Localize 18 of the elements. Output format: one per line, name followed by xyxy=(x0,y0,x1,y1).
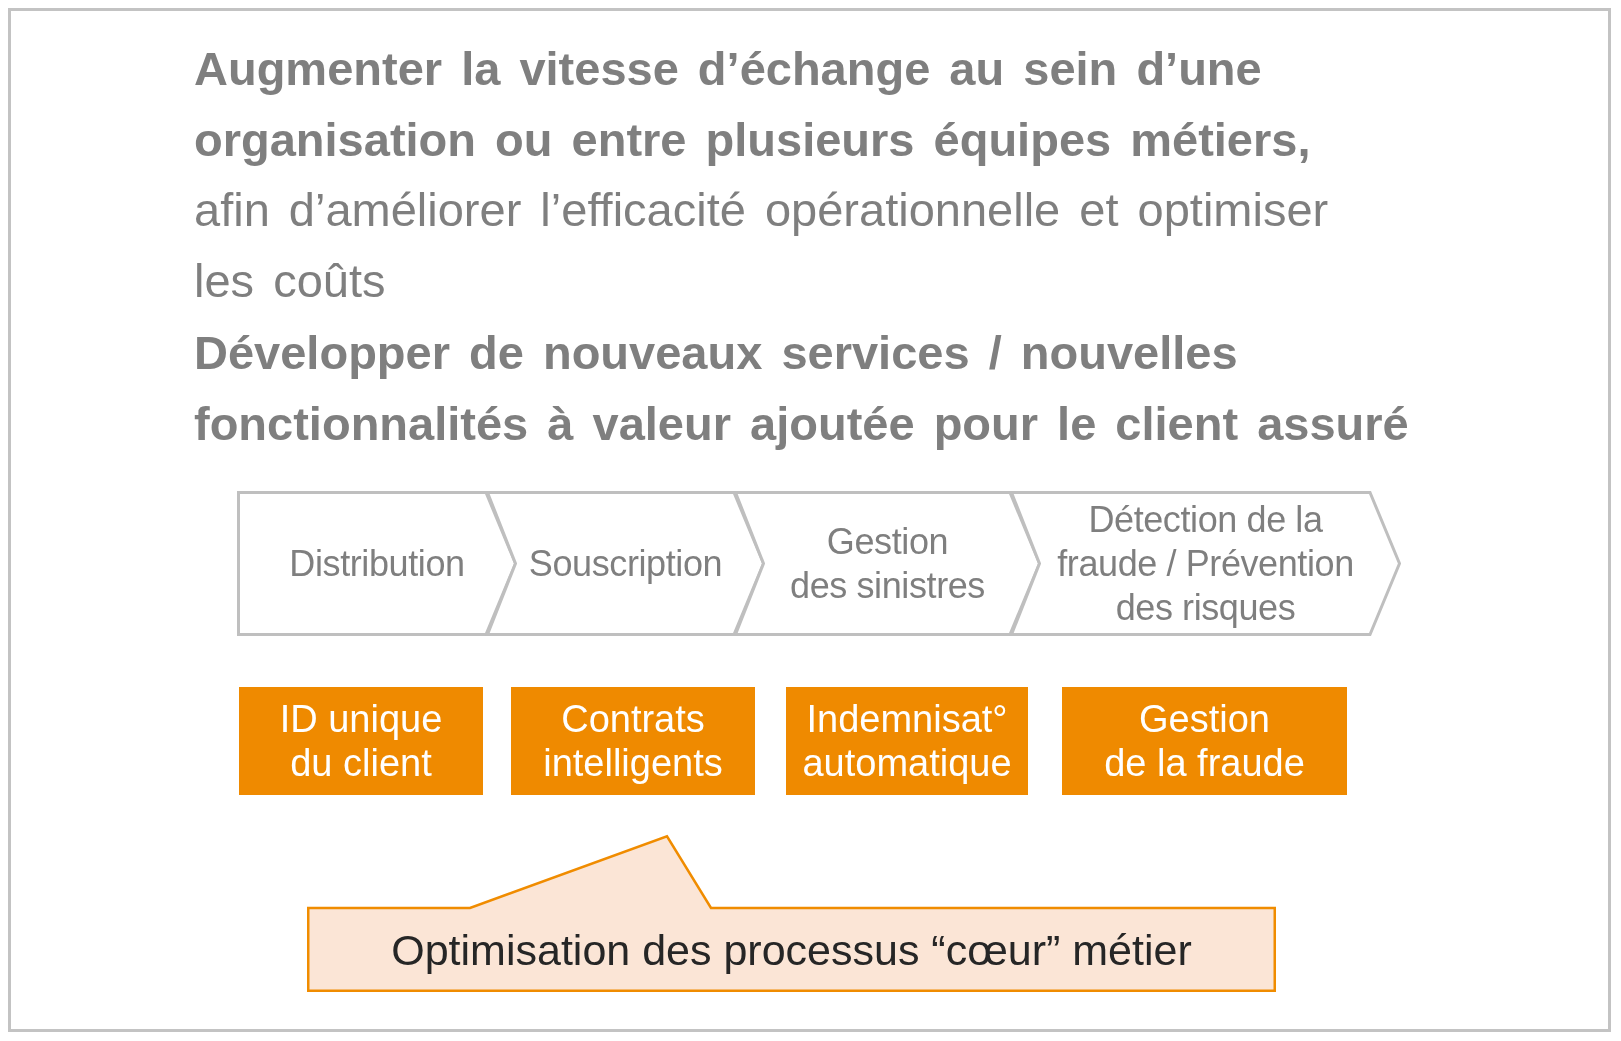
feature-label: Contrats intelligents xyxy=(543,697,723,785)
callout-text: Optimisation des processus “cœur” métier xyxy=(391,925,1192,976)
feature-box xyxy=(239,687,483,795)
chevron-step xyxy=(1010,491,1401,636)
goal-statement: Augmenter la vitesse d’échange au sein d’une organisation ou entre plusieurs équipes métiers, afin d’améliorer l’efficacité opérationnelle et optimiser les coûts xyxy=(194,41,1330,309)
callout-box xyxy=(307,835,1276,992)
step-label: Détection de la fraude / Prévention des risques xyxy=(1057,497,1354,630)
feature-box xyxy=(1062,687,1347,795)
chevron-step xyxy=(734,491,1041,636)
feature-label: Gestion de la fraude xyxy=(1104,697,1305,785)
feature-label: Indemnisat° automatique xyxy=(802,697,1012,785)
goal-statement: Développer de nouveaux services / nouvelles fonctionnalités à valeur ajoutée pour le client assuré xyxy=(194,325,1410,452)
feature-box xyxy=(511,687,755,795)
step-label: Distribution xyxy=(289,541,465,586)
feature-label: ID unique du client xyxy=(279,697,443,785)
chevron-step xyxy=(237,491,517,636)
step-label: Gestion des sinistres xyxy=(790,519,985,608)
feature-box xyxy=(786,687,1028,795)
